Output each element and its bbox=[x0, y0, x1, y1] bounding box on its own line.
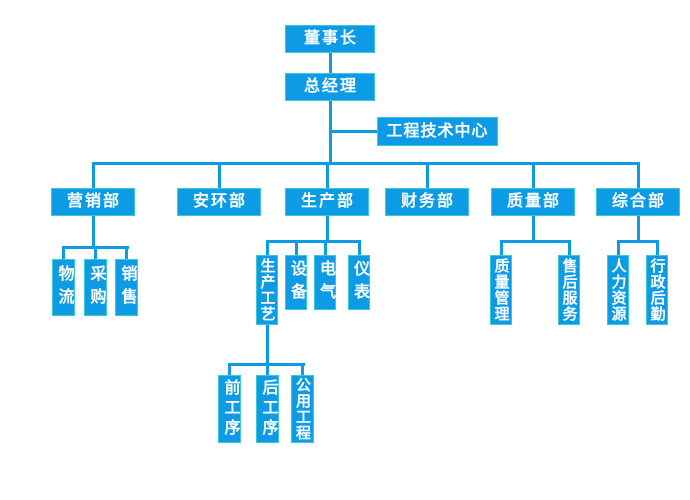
connector-line bbox=[328, 53, 332, 73]
node-sales: 销售 bbox=[115, 259, 138, 316]
node-chairman: 董事长 bbox=[285, 25, 375, 53]
connector-line bbox=[94, 245, 97, 259]
node-purchasing: 采购 bbox=[84, 259, 107, 316]
node-safety-environment: 安环部 bbox=[177, 188, 261, 216]
connector-line bbox=[425, 161, 429, 188]
node-engineering-center: 工程技术中心 bbox=[377, 117, 498, 146]
connector-line bbox=[265, 239, 269, 255]
node-human-resources: 人力资源 bbox=[607, 255, 629, 325]
connector-line bbox=[325, 216, 329, 242]
connector-line bbox=[328, 101, 332, 165]
connector-line bbox=[265, 239, 361, 243]
node-general-manager: 总经理 bbox=[285, 73, 375, 101]
connector-line bbox=[266, 362, 269, 375]
node-after-sales-service: 售后服务 bbox=[558, 255, 580, 325]
node-marketing: 营销部 bbox=[51, 188, 135, 216]
connector-line bbox=[323, 239, 327, 255]
connector-line bbox=[499, 239, 571, 243]
connector-line bbox=[294, 239, 298, 255]
node-utility-engineering: 公用工程 bbox=[291, 375, 314, 443]
connector-line bbox=[499, 239, 503, 255]
node-instrument: 仪表 bbox=[348, 255, 370, 310]
node-equipment: 设备 bbox=[285, 255, 307, 310]
connector-line bbox=[325, 161, 329, 188]
connector-line bbox=[531, 161, 535, 188]
connector-line bbox=[616, 239, 659, 243]
node-production-process: 生产工艺 bbox=[256, 255, 278, 325]
node-production: 生产部 bbox=[285, 188, 369, 216]
node-quality-management: 质量管理 bbox=[490, 255, 512, 325]
connector-line bbox=[636, 161, 640, 188]
connector-line bbox=[91, 161, 95, 188]
connector-line bbox=[125, 245, 128, 259]
connector-line bbox=[301, 362, 304, 375]
node-general-affairs: 综合部 bbox=[596, 188, 680, 216]
connector-line bbox=[616, 239, 620, 255]
connector-line bbox=[62, 245, 65, 259]
node-back-process: 后工序 bbox=[256, 375, 279, 443]
node-front-process: 前工序 bbox=[218, 375, 241, 443]
node-finance: 财务部 bbox=[385, 188, 469, 216]
connector-line bbox=[91, 216, 95, 247]
connector-line bbox=[265, 325, 269, 365]
connector-line bbox=[357, 239, 361, 255]
connector-line bbox=[91, 161, 640, 165]
connector-line bbox=[531, 216, 535, 242]
node-quality: 质量部 bbox=[491, 188, 575, 216]
connector-line bbox=[636, 216, 640, 242]
node-logistics: 物流 bbox=[52, 259, 75, 316]
connector-line bbox=[330, 129, 377, 133]
connector-line bbox=[217, 161, 221, 188]
connector-line bbox=[655, 239, 659, 255]
connector-line bbox=[228, 362, 231, 375]
node-admin-logistics: 行政后勤 bbox=[646, 255, 668, 325]
connector-line bbox=[567, 239, 571, 255]
node-electrical: 电气 bbox=[314, 255, 336, 310]
